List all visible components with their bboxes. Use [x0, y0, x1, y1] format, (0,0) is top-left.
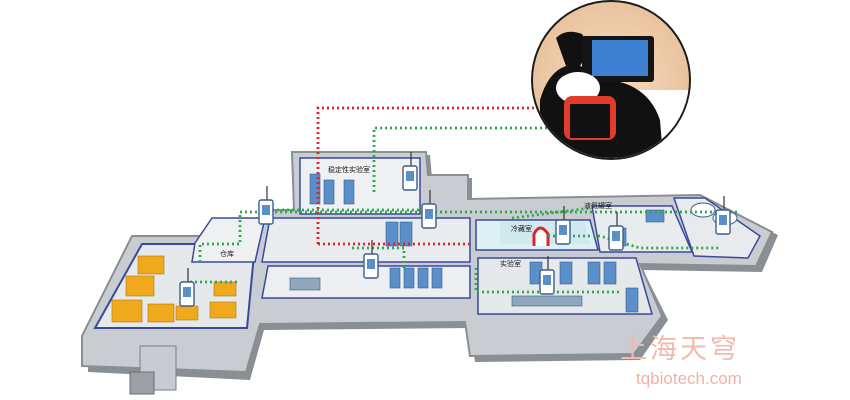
warehouse-shelves	[111, 255, 237, 323]
label-cold-storage: 冷藏室	[511, 224, 532, 233]
label-liquid-nitrogen-room: 液氮罐室	[584, 201, 612, 210]
delivery-truck	[129, 345, 177, 395]
transmitter-icon	[402, 152, 418, 191]
cold-storage-door	[532, 226, 550, 246]
transmitter-icon	[608, 212, 624, 251]
operator-monitor-inset	[531, 0, 691, 160]
transmitter-icon	[363, 240, 379, 279]
label-lab: 实验室	[500, 259, 521, 268]
transmitter-icon	[421, 190, 437, 229]
transmitter-icon	[179, 268, 195, 307]
label-warehouse: 仓库	[220, 249, 234, 258]
label-stability-lab: 稳定性实验室	[328, 165, 370, 174]
transmitter-icon	[715, 196, 731, 235]
red-network-cable	[316, 106, 548, 246]
transmitter-icon	[539, 256, 555, 295]
transmitter-icon	[555, 206, 571, 245]
transmitter-icon	[258, 186, 274, 225]
green-network-cable	[186, 126, 740, 300]
wireless-transmitters	[179, 152, 731, 307]
watermark-url: tqbiotech.com	[636, 369, 742, 388]
watermark-brand: 上海天穹	[620, 334, 740, 365]
